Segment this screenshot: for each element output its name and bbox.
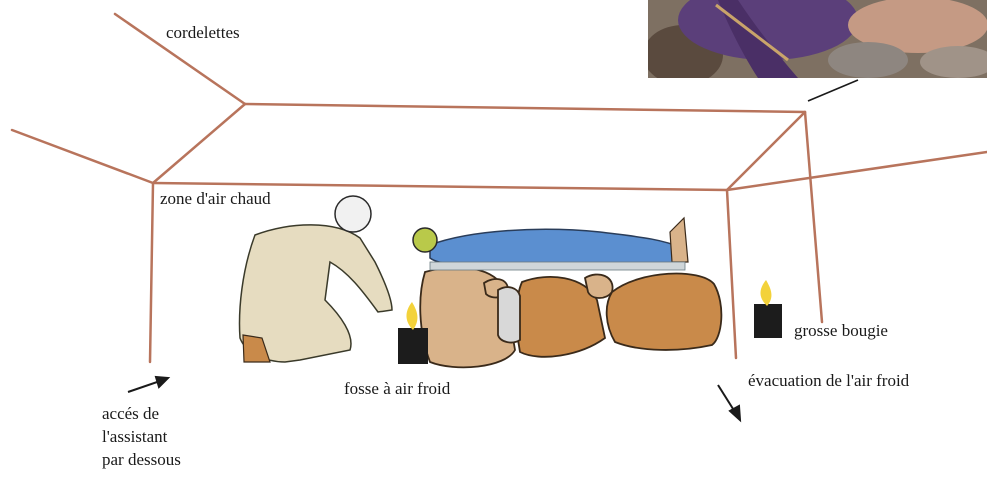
victim-figure bbox=[413, 218, 688, 270]
rope-line bbox=[727, 190, 736, 358]
rock-right bbox=[607, 274, 722, 350]
helmet-icon bbox=[335, 196, 371, 232]
arrow-icon bbox=[128, 377, 168, 392]
photo-pointer-line bbox=[808, 80, 858, 101]
rope-line bbox=[805, 112, 822, 322]
label-grosse-bougie: grosse bougie bbox=[794, 320, 888, 342]
rescuer-figure bbox=[240, 196, 392, 362]
rope-line bbox=[727, 112, 805, 190]
label-fosse-air-froid: fosse à air froid bbox=[344, 378, 450, 400]
rope-line bbox=[727, 152, 987, 190]
rock-small bbox=[585, 274, 613, 298]
rock-grey bbox=[498, 287, 520, 342]
arrow-icon bbox=[718, 385, 740, 420]
label-evacuation: évacuation de l'air froid bbox=[748, 370, 909, 392]
label-acces-assistant: accés de l'assistant par dessous bbox=[102, 402, 181, 471]
label-cordelettes: cordelettes bbox=[166, 22, 240, 44]
rope-line bbox=[150, 183, 153, 362]
helmet-icon bbox=[413, 228, 437, 252]
candle-icon bbox=[754, 280, 782, 338]
rope-line bbox=[245, 104, 805, 112]
rope-line bbox=[12, 130, 153, 183]
rope-line bbox=[153, 104, 245, 183]
cave-photo bbox=[648, 0, 987, 78]
label-zone-air-chaud: zone d'air chaud bbox=[160, 188, 271, 210]
rocks bbox=[420, 267, 721, 367]
victim-mat bbox=[430, 262, 685, 270]
victim-boots bbox=[670, 218, 688, 262]
